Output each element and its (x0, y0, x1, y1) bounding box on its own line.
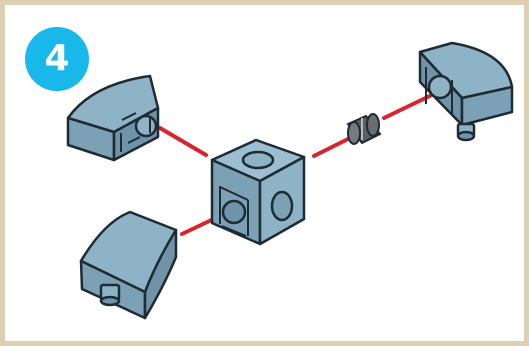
front-hole-icon (221, 199, 247, 225)
axle-connector (346, 113, 382, 145)
cube-block (210, 138, 306, 246)
step-number-badge: 4 (25, 27, 89, 91)
top-hole-icon (241, 150, 275, 170)
guide-line-top-left (158, 126, 208, 157)
guide-line-connector-wedge (382, 90, 440, 120)
right-wedge-brick (418, 41, 514, 142)
top-left-wedge-brick (66, 74, 160, 162)
side-hole-icon (270, 190, 294, 222)
hole-icon (134, 114, 158, 138)
guide-line-right-connector (312, 136, 352, 158)
guide-lines (158, 90, 440, 236)
bottom-curved-block (79, 210, 178, 320)
hole-icon (427, 74, 453, 100)
